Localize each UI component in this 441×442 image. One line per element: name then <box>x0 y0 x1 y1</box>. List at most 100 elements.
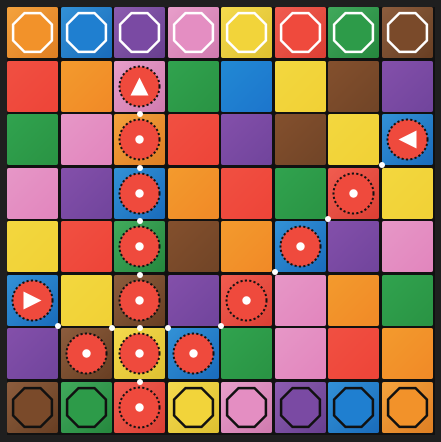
board-square[interactable] <box>7 328 58 379</box>
board-square[interactable] <box>168 168 219 219</box>
octagon-shape <box>13 388 52 427</box>
home-octagon-piece[interactable] <box>168 382 219 433</box>
home-octagon-piece[interactable] <box>275 7 326 58</box>
board-square[interactable] <box>168 221 219 272</box>
octagon-shape <box>13 13 52 52</box>
board-square[interactable] <box>168 114 219 165</box>
board-square[interactable] <box>61 168 112 219</box>
disc-icon <box>114 168 165 219</box>
sumo-piece[interactable] <box>114 275 165 326</box>
path-connector-dot <box>109 325 115 331</box>
octagon-shape <box>227 13 266 52</box>
home-octagon-piece[interactable] <box>168 7 219 58</box>
board-square[interactable] <box>328 61 379 112</box>
path-connector-dot <box>379 162 385 168</box>
sumo-piece[interactable] <box>221 275 272 326</box>
board-square[interactable] <box>382 168 433 219</box>
board-square[interactable] <box>328 328 379 379</box>
octagon-shape <box>334 13 373 52</box>
home-octagon-piece[interactable] <box>221 7 272 58</box>
board-square[interactable] <box>382 61 433 112</box>
sumo-piece[interactable] <box>114 328 165 379</box>
octagon-icon <box>275 7 326 58</box>
board-square[interactable] <box>328 114 379 165</box>
path-connector-dot <box>137 111 143 117</box>
board-square[interactable] <box>382 221 433 272</box>
sumo-piece[interactable] <box>328 168 379 219</box>
home-octagon-piece[interactable] <box>221 382 272 433</box>
tower-piece[interactable] <box>114 61 165 112</box>
board-square[interactable] <box>7 61 58 112</box>
board-square[interactable] <box>7 221 58 272</box>
board-square[interactable] <box>275 168 326 219</box>
path-connector-dot <box>137 379 143 385</box>
home-octagon-piece[interactable] <box>328 7 379 58</box>
home-octagon-piece[interactable] <box>7 382 58 433</box>
tower-piece[interactable] <box>382 114 433 165</box>
board-square[interactable] <box>382 328 433 379</box>
sumo-piece[interactable] <box>168 328 219 379</box>
board-square[interactable] <box>275 114 326 165</box>
path-connector-dot <box>218 323 224 329</box>
octagon-icon <box>275 382 326 433</box>
disc-icon <box>61 328 112 379</box>
sumo-piece[interactable] <box>114 168 165 219</box>
board-square[interactable] <box>61 221 112 272</box>
path-connector-dot <box>55 323 61 329</box>
octagon-icon <box>221 7 272 58</box>
board-square[interactable] <box>61 61 112 112</box>
game-board[interactable] <box>7 7 435 435</box>
home-octagon-piece[interactable] <box>275 382 326 433</box>
sumo-piece[interactable] <box>114 114 165 165</box>
path-connector-dot <box>137 325 143 331</box>
disc-icon <box>328 168 379 219</box>
octagon-icon <box>382 7 433 58</box>
octagon-shape <box>120 13 159 52</box>
tower-icon <box>382 114 433 165</box>
sumo-piece[interactable] <box>61 328 112 379</box>
board-square[interactable] <box>168 275 219 326</box>
board-square[interactable] <box>275 328 326 379</box>
sumo-piece[interactable] <box>275 221 326 272</box>
board-square[interactable] <box>328 221 379 272</box>
home-octagon-piece[interactable] <box>61 382 112 433</box>
board-square[interactable] <box>7 114 58 165</box>
center-dot <box>135 403 143 411</box>
home-octagon-piece[interactable] <box>382 382 433 433</box>
octagon-shape <box>67 13 106 52</box>
home-octagon-piece[interactable] <box>328 382 379 433</box>
octagon-shape <box>281 388 320 427</box>
board-square[interactable] <box>221 61 272 112</box>
disc-icon <box>114 114 165 165</box>
center-dot <box>349 189 357 197</box>
disc-icon <box>114 382 165 433</box>
octagon-shape <box>388 388 427 427</box>
board-square[interactable] <box>61 114 112 165</box>
board-square[interactable] <box>275 275 326 326</box>
sumo-piece[interactable] <box>114 382 165 433</box>
board-square[interactable] <box>221 168 272 219</box>
path-connector-dot <box>137 165 143 171</box>
disc-icon <box>168 328 219 379</box>
board-square[interactable] <box>168 61 219 112</box>
octagon-shape <box>281 13 320 52</box>
board-square[interactable] <box>61 275 112 326</box>
tower-piece[interactable] <box>7 275 58 326</box>
home-octagon-piece[interactable] <box>61 7 112 58</box>
octagon-icon <box>7 382 58 433</box>
sumo-piece[interactable] <box>114 221 165 272</box>
board-square[interactable] <box>328 275 379 326</box>
board-square[interactable] <box>221 114 272 165</box>
octagon-icon <box>382 382 433 433</box>
board-square[interactable] <box>221 221 272 272</box>
board-square[interactable] <box>7 168 58 219</box>
disc-icon <box>114 221 165 272</box>
home-octagon-piece[interactable] <box>7 7 58 58</box>
home-octagon-piece[interactable] <box>382 7 433 58</box>
board-square[interactable] <box>382 275 433 326</box>
path-connector-dot <box>272 269 278 275</box>
board-square[interactable] <box>275 61 326 112</box>
home-octagon-piece[interactable] <box>114 7 165 58</box>
board-square[interactable] <box>221 328 272 379</box>
